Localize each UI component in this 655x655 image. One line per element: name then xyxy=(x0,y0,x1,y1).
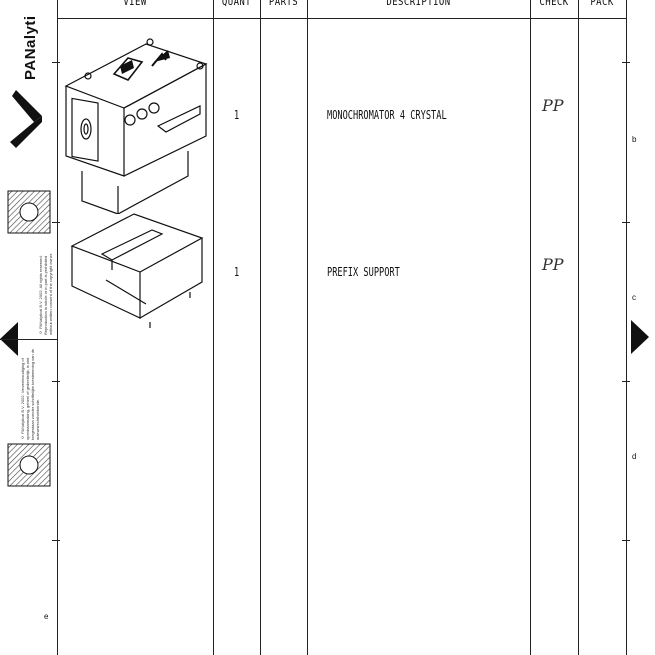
margin-tick xyxy=(622,62,630,63)
margin-tick xyxy=(622,540,630,541)
header-description: DESCRIPTION xyxy=(386,0,451,8)
header-quant: QUANT xyxy=(221,0,252,8)
margin-border xyxy=(57,0,58,655)
header-parts: PARTS xyxy=(268,0,299,8)
zone-label-b: b xyxy=(632,135,637,144)
header-pack: PACK xyxy=(590,0,614,8)
margin-tick xyxy=(52,62,60,63)
zone-label-e: e xyxy=(44,612,49,621)
copyright-notice-nl: © PANalytical B.V. 2002. Verveelvoudigin… xyxy=(20,348,40,440)
zone-label-c: c xyxy=(632,293,636,302)
margin-tick xyxy=(622,222,630,223)
table-right-border xyxy=(626,0,627,655)
column-divider xyxy=(578,0,579,655)
monochromator-drawing xyxy=(64,38,208,214)
prefix-support-drawing xyxy=(70,213,204,328)
header-rule xyxy=(57,18,627,19)
copyright-notice-en: © PANalytical B.V. 2002. All rights rese… xyxy=(38,252,53,335)
header-check: CHECK xyxy=(539,0,569,8)
margin-tick xyxy=(622,381,630,382)
right-arrow-icon xyxy=(631,320,649,354)
brand-logo-icon xyxy=(10,90,42,148)
row-1-quant: 1 xyxy=(234,108,240,122)
header-view: VIEW xyxy=(123,0,147,8)
row-1-description: MONOCHROMATOR 4 CRYSTAL xyxy=(327,108,447,122)
column-divider xyxy=(260,0,261,655)
column-divider xyxy=(530,0,531,655)
row-2-description: PREFIX SUPPORT xyxy=(327,265,400,279)
zone-label-d: d xyxy=(632,452,637,461)
margin-tick xyxy=(52,381,60,382)
hatched-symbol-1 xyxy=(7,190,51,234)
brand-logo-text: PANalyti xyxy=(22,15,39,80)
row-2-quant: 1 xyxy=(234,265,240,279)
row-2-check-initials: PP xyxy=(542,255,564,274)
row-1-check-initials: PP xyxy=(542,96,564,115)
column-divider xyxy=(213,0,214,655)
margin-divider xyxy=(0,339,57,340)
margin-tick xyxy=(52,222,60,223)
margin-tick xyxy=(52,540,60,541)
column-divider xyxy=(307,0,308,655)
hatched-symbol-2 xyxy=(7,443,51,487)
